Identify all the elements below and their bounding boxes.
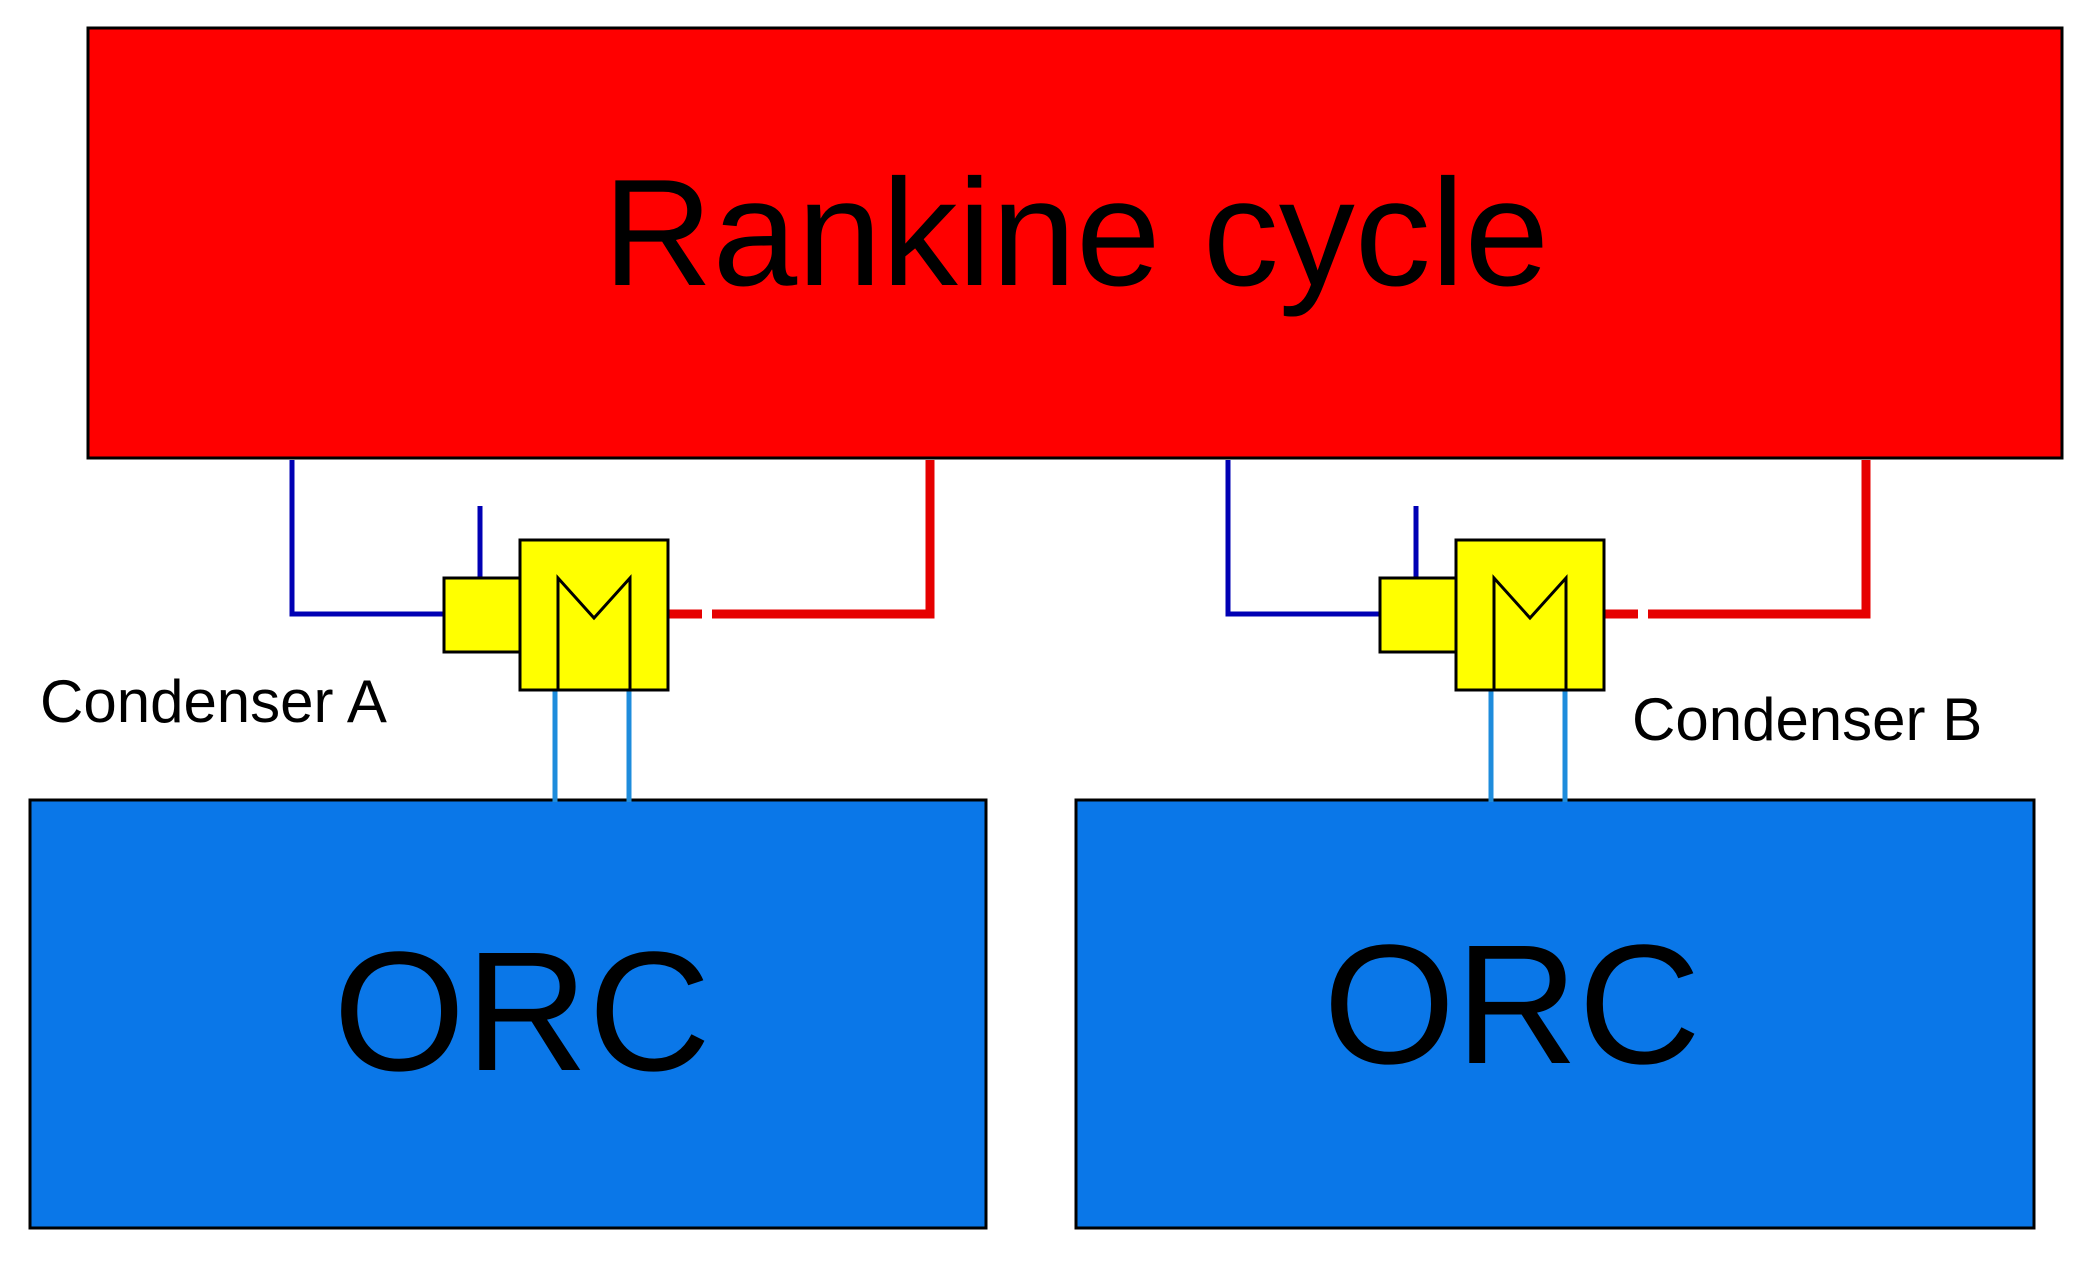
orc-right-block: ORC (1074, 798, 2036, 1230)
rankine-cycle-label: Rankine cycle (603, 148, 1549, 318)
condenser-a-coil-symbol (556, 574, 632, 690)
condenser-b-inlet-box (1378, 576, 1460, 654)
condenser-a-hot-supply-line (668, 460, 935, 619)
orc-left-block: ORC (28, 798, 988, 1230)
condenser-a-label: Condenser A (40, 668, 387, 735)
condenser-b-cold-return-line (1225, 460, 1380, 617)
condenser-b-coil-symbol (1492, 574, 1568, 690)
condenser-a-body (518, 538, 670, 692)
rankine-cycle-box (86, 26, 2064, 460)
condenser-b: Condenser B (1378, 538, 1982, 753)
condenser-a-cold-return-line (289, 460, 444, 617)
condenser-a-piping (289, 460, 935, 802)
condenser-b-label: Condenser B (1632, 686, 1982, 753)
orc-right-label: ORC (1323, 910, 1701, 1100)
condenser-a: Condenser A (40, 538, 670, 735)
orc-right-box (1074, 798, 2036, 1230)
condenser-b-body (1454, 538, 1606, 692)
rankine-cycle-block: Rankine cycle (86, 26, 2064, 460)
orc-left-label: ORC (333, 917, 711, 1107)
orc-left-box (28, 798, 988, 1230)
condenser-b-piping (1225, 460, 1871, 802)
condenser-a-inlet-box (442, 576, 524, 654)
condenser-b-hot-supply-line (1604, 460, 1871, 619)
